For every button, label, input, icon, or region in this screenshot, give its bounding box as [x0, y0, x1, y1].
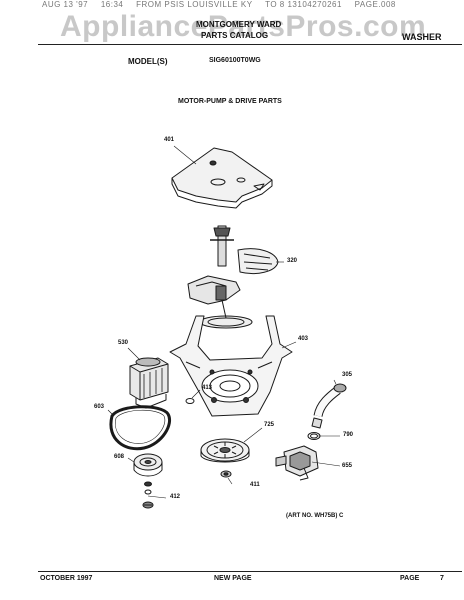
callout-411: 411: [250, 482, 260, 488]
fax-header: AUG 13 '97 16:34 FROM PSIS LOUISVILLE KY…: [42, 0, 406, 9]
callout-305: 305: [342, 372, 353, 378]
footer-status: NEW PAGE: [214, 575, 252, 582]
art-number: (ART NO. WH75B) C: [286, 513, 344, 519]
catalog-brand: MONTGOMERY WARD: [196, 20, 282, 29]
catalog-title: PARTS CATALOG: [201, 31, 269, 40]
callout-608: 608: [114, 454, 125, 460]
fax-from: FROM PSIS LOUISVILLE KY: [136, 0, 253, 9]
part-411-nut: [220, 470, 232, 478]
callout-530: 530: [118, 340, 129, 346]
part-403-motor-bracket: [169, 315, 293, 417]
part-530-pump-motor: [129, 357, 169, 409]
footer-page-number: 7: [440, 575, 444, 582]
callout-412: 412: [170, 494, 181, 500]
fax-date: AUG 13 '97: [42, 0, 89, 9]
part-725-drive-pulley: [200, 438, 250, 463]
fax-to: TO 8 13104270261: [265, 0, 342, 9]
callout-413: 413: [202, 385, 213, 391]
footer-rule: [38, 571, 462, 572]
footer-page-label: PAGE: [400, 575, 420, 582]
part-655-pump: [275, 445, 319, 481]
watermark: AppliancePartsPros.com: [60, 10, 427, 43]
fax-page: PAGE.008: [354, 0, 396, 9]
footer-date: OCTOBER 1997: [40, 575, 93, 582]
callout-320: 320: [287, 258, 298, 264]
part-413-washer: [185, 398, 195, 404]
model-label: MODEL(S): [128, 57, 168, 66]
part-401-cover-plate: [171, 147, 273, 209]
product-type: WASHER: [402, 32, 442, 42]
callout-403: 403: [298, 336, 309, 342]
section-title: MOTOR-PUMP & DRIVE PARTS: [178, 98, 282, 105]
part-608-motor-pulley: [133, 453, 163, 495]
callout-790: 790: [343, 432, 354, 438]
model-number: SIG60100T0WG: [209, 57, 261, 64]
callout-725: 725: [264, 422, 275, 428]
part-412-screw: [142, 501, 154, 509]
callout-655: 655: [342, 463, 353, 469]
callout-603: 603: [94, 404, 105, 410]
part-320-transmission: [187, 225, 279, 329]
fax-time: 16:34: [100, 0, 124, 9]
part-603-drive-belt: [109, 405, 171, 451]
header-rule: [38, 44, 462, 45]
callout-401: 401: [164, 137, 175, 143]
part-305-pump-hose: [311, 383, 347, 429]
